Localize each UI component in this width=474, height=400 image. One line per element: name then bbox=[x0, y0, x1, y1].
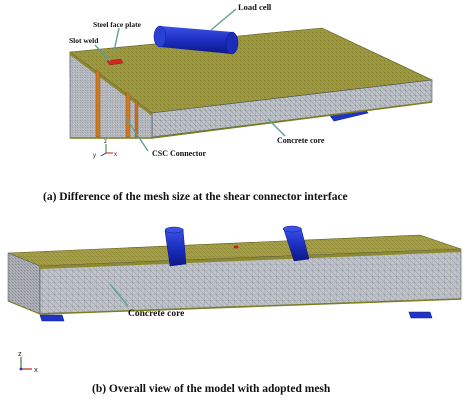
leader-slot-weld bbox=[94, 44, 111, 62]
beam-end-bottom-edge-b bbox=[7, 300, 41, 315]
leader-steel-face-plate bbox=[113, 27, 120, 52]
axis-label-z-b: z bbox=[18, 349, 22, 358]
label-steel-face-plate: Steel face plate bbox=[93, 20, 142, 29]
csc-connector-strip-1 bbox=[95, 69, 101, 138]
axis-label-x-a: x bbox=[114, 152, 117, 158]
panel-a: Load cell Steel face plate Slot weld CSC… bbox=[43, 2, 434, 203]
leader-csc-connector bbox=[125, 117, 149, 152]
beam-bottom-edge-b bbox=[39, 298, 462, 315]
support-block-b-left bbox=[39, 314, 65, 322]
load-cylinder-b-left bbox=[164, 226, 187, 267]
label-load-cell: Load cell bbox=[238, 2, 272, 12]
axis-triad-b: z x bbox=[18, 349, 38, 374]
leader-load-cell bbox=[210, 8, 237, 31]
leader-concrete-core-b bbox=[109, 283, 129, 307]
load-cylinder-b-right bbox=[282, 225, 310, 262]
label-concrete-core-b: Concrete core bbox=[128, 309, 184, 319]
axis-label-x-b: x bbox=[34, 365, 38, 374]
label-csc-connector: CSC Connector bbox=[152, 149, 206, 158]
beam-bottom-edge-a bbox=[70, 101, 433, 139]
caption-a: (a) Difference of the mesh size at the s… bbox=[43, 191, 348, 203]
caption-b: (b) Overall view of the model with adopt… bbox=[92, 383, 331, 395]
csc-connector-strip-2 bbox=[125, 91, 131, 138]
beam-top-edge-b bbox=[40, 249, 461, 269]
axis-label-y-a: y bbox=[93, 153, 96, 159]
leader-concrete-core-a bbox=[267, 118, 286, 137]
axis-triad-a: z x y bbox=[93, 139, 117, 159]
steel-face-plate-edge bbox=[70, 52, 152, 116]
label-concrete-core-a: Concrete core bbox=[277, 136, 325, 145]
axis-label-z-a: z bbox=[104, 139, 107, 145]
panel-b: Concrete core z x (b) Overall view of th… bbox=[7, 225, 462, 395]
label-slot-weld: Slot weld bbox=[69, 36, 99, 45]
load-cell-cylinder bbox=[153, 25, 239, 55]
support-block-b-right bbox=[408, 311, 433, 319]
slot-weld-mark bbox=[106, 58, 124, 66]
center-mark-b bbox=[233, 245, 239, 249]
